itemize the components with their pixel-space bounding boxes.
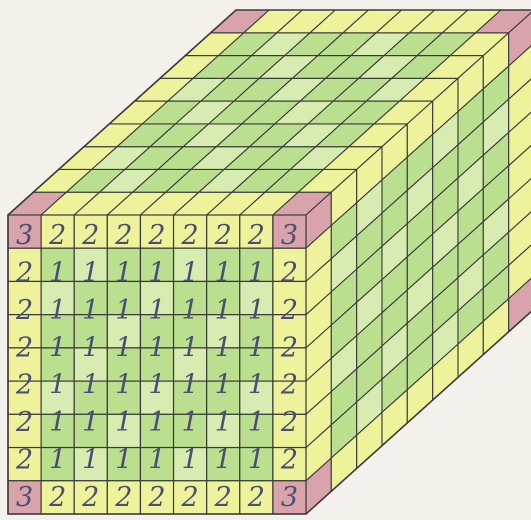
front-face-number: 1	[148, 370, 165, 401]
front-face-number: 2	[280, 407, 298, 438]
front-face-number: 1	[82, 370, 99, 401]
front-face-number: 2	[214, 482, 232, 513]
front-face-number: 1	[82, 258, 99, 289]
front-face-number: 2	[15, 444, 33, 475]
front-face-number: 1	[215, 332, 232, 363]
front-face-number: 1	[82, 444, 99, 475]
front-face-number: 1	[182, 444, 199, 475]
front-face-number: 2	[15, 370, 33, 401]
front-face-number: 1	[82, 407, 99, 438]
front-face-number: 3	[16, 482, 33, 513]
front-face-number: 3	[281, 220, 298, 251]
front-face-number: 2	[147, 482, 165, 513]
front-face-number: 2	[114, 220, 132, 251]
front-face-number: 1	[49, 332, 66, 363]
front-face-number: 1	[148, 332, 165, 363]
front-face-number: 1	[248, 370, 265, 401]
front-face-number: 2	[280, 258, 298, 289]
front-face-number: 1	[115, 332, 132, 363]
front-face-number: 2	[15, 295, 33, 326]
front-face-number: 1	[148, 444, 165, 475]
front-face-number: 1	[148, 295, 165, 326]
front-face-number: 1	[115, 370, 132, 401]
front-face-number: 3	[281, 482, 298, 513]
front-face-number: 1	[115, 258, 132, 289]
front-face-number: 2	[48, 220, 66, 251]
front-face-number: 1	[182, 407, 199, 438]
front-face-number: 1	[148, 258, 165, 289]
front-face-number: 1	[182, 295, 199, 326]
front-face-number: 1	[215, 407, 232, 438]
front-face-number: 2	[214, 220, 232, 251]
front-face-number: 1	[115, 444, 132, 475]
front-face-number: 1	[115, 407, 132, 438]
front-face-number: 2	[280, 370, 298, 401]
front-face-number: 1	[248, 258, 265, 289]
front-face-number: 1	[215, 258, 232, 289]
front-face-number: 1	[215, 370, 232, 401]
front-face-number: 1	[49, 444, 66, 475]
front-face-number: 1	[248, 295, 265, 326]
front-face-number: 2	[280, 295, 298, 326]
front-face-number: 1	[49, 370, 66, 401]
front-face-number: 2	[247, 482, 265, 513]
front-face-number: 2	[114, 482, 132, 513]
front-face-number: 2	[15, 332, 33, 363]
front-face-number: 1	[82, 332, 99, 363]
front-face-number: 2	[181, 482, 199, 513]
front-face-number: 1	[215, 295, 232, 326]
front-face-number: 1	[248, 444, 265, 475]
front-face-number: 2	[81, 482, 99, 513]
front-face-number: 1	[215, 444, 232, 475]
front-face-number: 2	[280, 332, 298, 363]
front-face-number: 1	[182, 370, 199, 401]
front-face-number: 2	[280, 444, 298, 475]
front-face-number: 1	[148, 407, 165, 438]
front-face-number: 1	[248, 407, 265, 438]
front-face-number: 1	[49, 407, 66, 438]
front-face-number: 1	[49, 258, 66, 289]
front-face-number: 3	[16, 220, 33, 251]
front-face-number: 1	[115, 295, 132, 326]
front-face-number: 2	[15, 407, 33, 438]
front-face-number: 2	[247, 220, 265, 251]
front-face-number: 1	[182, 332, 199, 363]
front-face-number: 2	[181, 220, 199, 251]
front-face-number: 1	[182, 258, 199, 289]
front-face-number: 2	[15, 258, 33, 289]
front-face-number: 2	[81, 220, 99, 251]
front-face-number: 1	[248, 332, 265, 363]
front-face-number: 2	[48, 482, 66, 513]
front-face-number: 1	[49, 295, 66, 326]
front-face-number: 1	[82, 295, 99, 326]
front-face-number: 2	[147, 220, 165, 251]
